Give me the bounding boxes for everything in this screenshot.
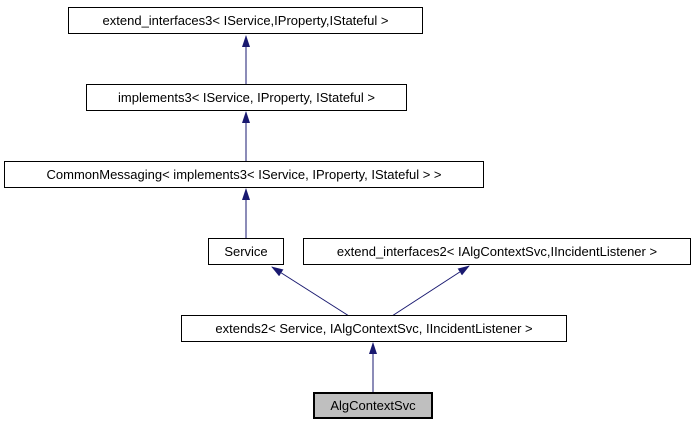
class-node-extend_interfaces3[interactable]: extend_interfaces3< IService,IProperty,I…: [68, 7, 423, 34]
class-node-extends2[interactable]: extends2< Service, IAlgContextSvc, IInci…: [181, 315, 567, 342]
class-node-commonmessaging[interactable]: CommonMessaging< implements3< IService, …: [4, 161, 484, 188]
class-node-implements3[interactable]: implements3< IService, IProperty, IState…: [86, 84, 407, 111]
class-node-algcontextsvc-current: AlgContextSvc: [313, 392, 433, 419]
edge-extends2-to-extend_interfaces2: [391, 265, 470, 317]
class-node-service[interactable]: Service: [208, 238, 284, 265]
edge-extends2-to-service: [271, 266, 350, 317]
class-node-extend_interfaces2[interactable]: extend_interfaces2< IAlgContextSvc,IInci…: [303, 238, 691, 265]
